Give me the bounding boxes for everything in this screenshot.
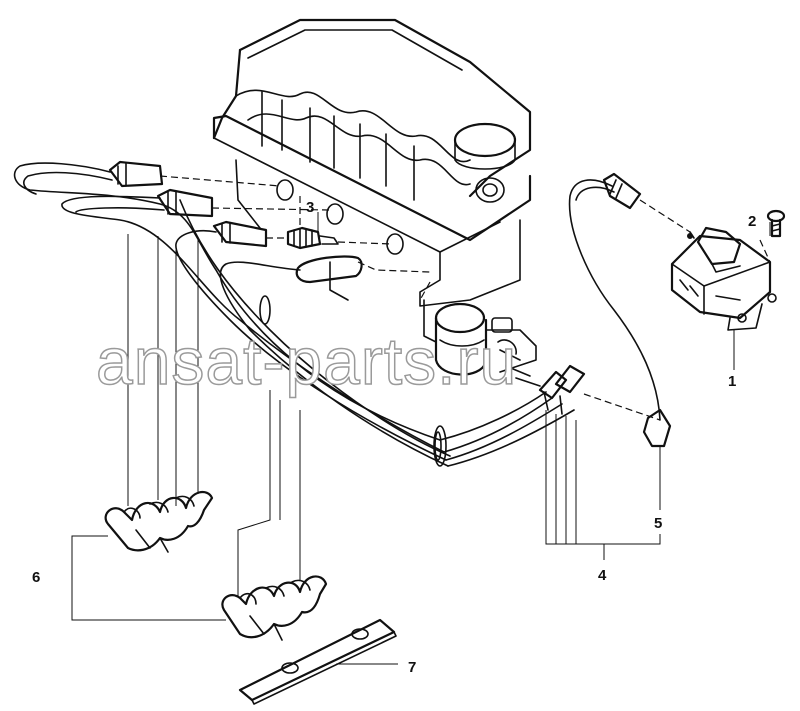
plug-boot — [295, 255, 363, 284]
wire-holder-upper — [104, 490, 214, 553]
ignition-coil — [670, 226, 777, 331]
engine-cylinder-head — [212, 18, 532, 307]
callout-labels: 1 2 3 4 5 6 7 — [32, 199, 756, 676]
callout-1: 1 — [728, 373, 736, 390]
bracket-plate — [238, 618, 397, 705]
coil-wire — [568, 172, 672, 448]
callout-2: 2 — [748, 213, 756, 230]
watermark: ansat-parts.ru — [96, 324, 517, 398]
callout-4: 4 — [598, 567, 607, 584]
wire-holder-lower — [221, 575, 328, 641]
callout-3: 3 — [306, 199, 314, 216]
plug-boot — [156, 188, 214, 218]
distributor — [423, 299, 537, 376]
callout-6: 6 — [32, 569, 40, 586]
ignition-wire-set — [13, 160, 586, 467]
projection-lines — [127, 234, 301, 596]
plug-boot — [108, 160, 164, 188]
assembly-leader-lines — [159, 175, 771, 421]
callout-7: 7 — [408, 659, 416, 676]
screw — [766, 209, 786, 238]
spark-plug — [286, 226, 339, 250]
callout-5: 5 — [654, 515, 662, 532]
callout-leaders — [71, 212, 771, 665]
